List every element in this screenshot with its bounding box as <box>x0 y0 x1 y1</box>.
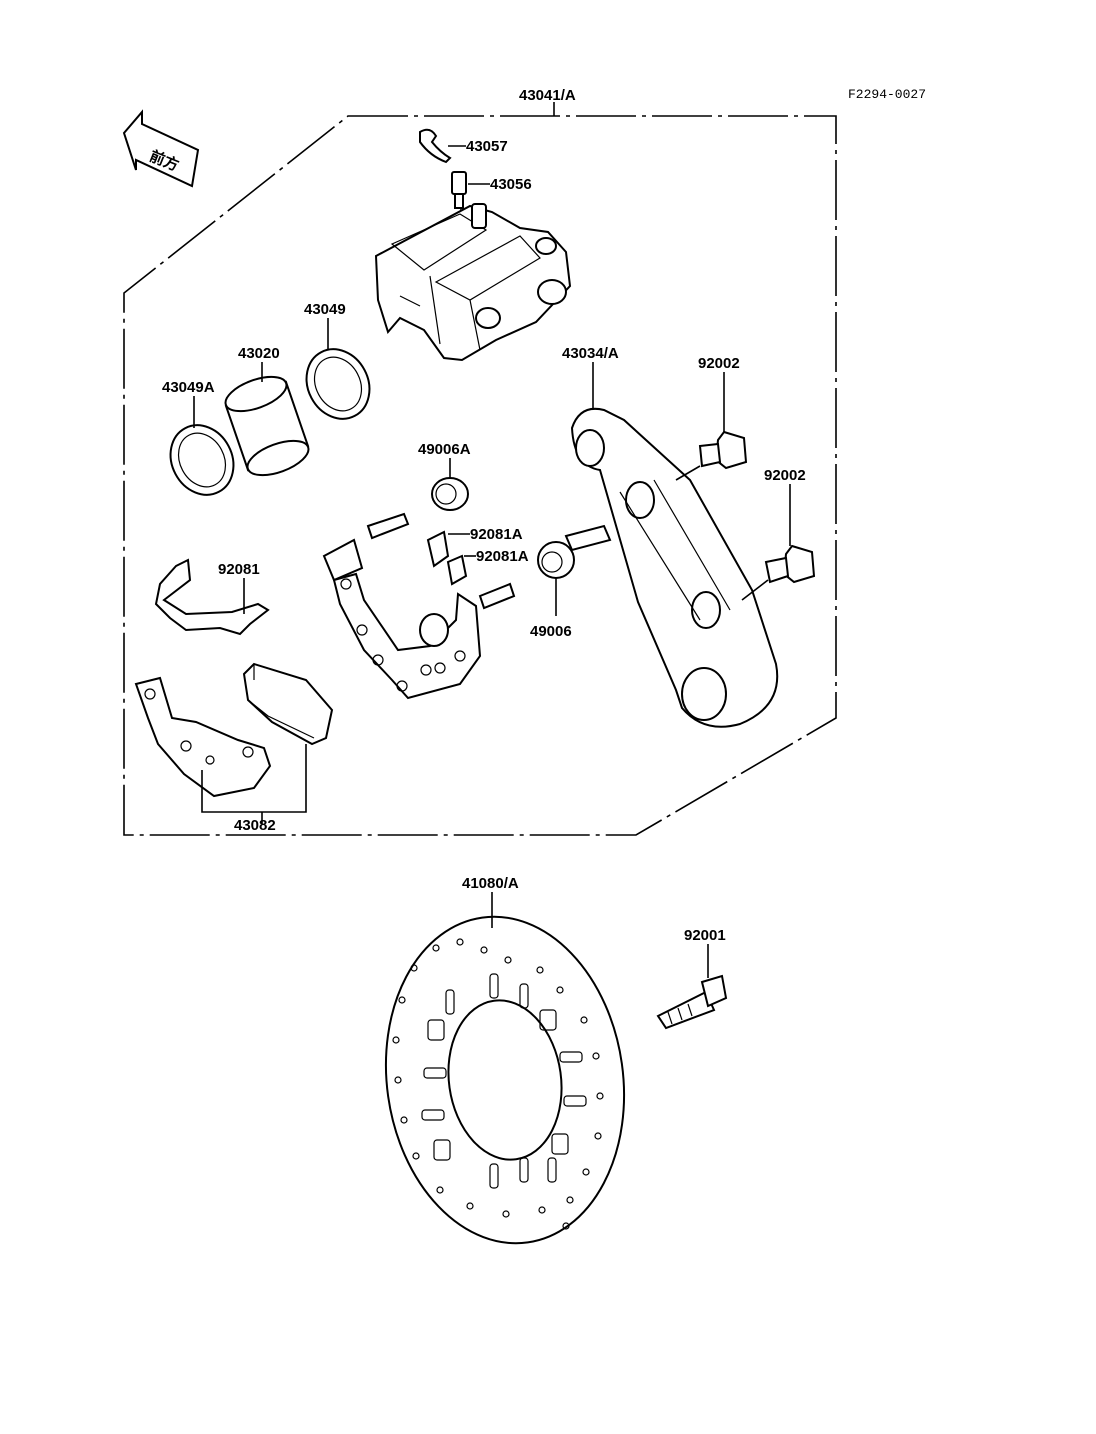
bleeder-valve <box>451 171 490 209</box>
label-boot-lower: 49006 <box>530 623 572 640</box>
assembly-boundary <box>123 115 837 836</box>
label-piston: 43020 <box>238 345 280 362</box>
label-clip-lower: 92081A <box>476 548 529 565</box>
label-pads: 43082 <box>234 817 276 834</box>
label-disc: 41080/A <box>462 875 519 892</box>
clip-upper <box>426 530 470 568</box>
label-clip-upper: 92081A <box>470 526 523 543</box>
brake-pads <box>134 662 334 824</box>
pad-spring <box>154 558 270 636</box>
boot-lower <box>537 524 612 616</box>
label-seal-outer: 43049 <box>304 301 346 318</box>
label-seal-inner: 43049A <box>162 379 215 396</box>
label-bolt-lower: 92002 <box>764 467 806 484</box>
label-boot-upper: 49006A <box>418 441 471 458</box>
seal-outer <box>305 318 371 420</box>
label-bleeder-cap: 43057 <box>466 138 508 155</box>
ref-code: F2294-0027 <box>848 87 926 102</box>
caliper-body <box>374 203 572 362</box>
label-holder: 43034/A <box>562 345 619 362</box>
caliper-bracket <box>322 512 516 700</box>
piston <box>224 362 310 477</box>
label-disc-bolt: 92001 <box>684 927 726 944</box>
label-caliper-assy: 43041/A <box>519 87 576 104</box>
brake-disc <box>384 892 626 1245</box>
label-bleeder-valve: 43056 <box>490 176 532 193</box>
label-spring: 92081 <box>218 561 260 578</box>
label-bolt-upper: 92002 <box>698 355 740 372</box>
bolt-lower <box>741 484 816 601</box>
disc-bolt <box>656 944 728 1030</box>
caliper-holder <box>570 362 779 728</box>
boot-upper <box>431 458 469 511</box>
bleeder-cap <box>419 128 466 164</box>
forward-arrow-icon: 前方 <box>122 109 200 188</box>
seal-inner <box>169 396 235 496</box>
bolt-upper <box>675 372 748 481</box>
clip-lower <box>446 554 476 586</box>
